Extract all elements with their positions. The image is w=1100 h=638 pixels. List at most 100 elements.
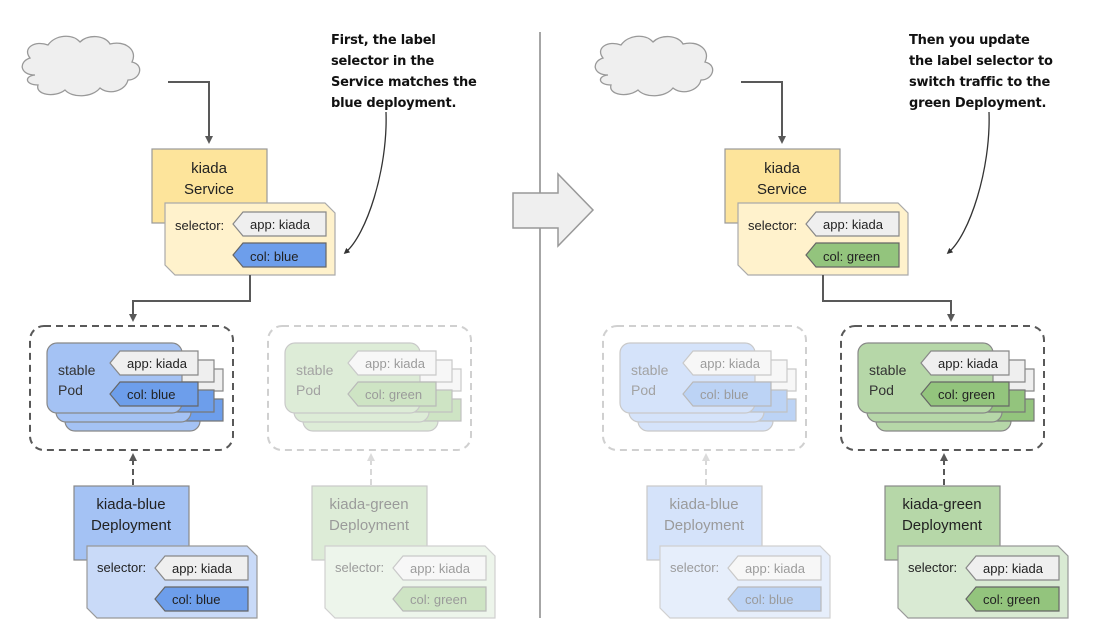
deployment-label-tag [154, 555, 249, 581]
transition-arrow-icon [512, 172, 595, 248]
deployment-kind: Deployment [329, 517, 410, 534]
pod-label-tag [682, 381, 772, 407]
service-label-tag [805, 242, 900, 268]
replica-set-boundary [602, 325, 807, 451]
pod-label-tag [920, 381, 1010, 407]
pod-label-tag-text: app: kiada [700, 356, 761, 371]
service-label-tag [232, 211, 327, 237]
pod-label-tag-text: col: blue [127, 387, 175, 402]
deployment-label-tag-text: col: blue [172, 592, 220, 607]
service-kind: Service [757, 181, 807, 198]
deployment-label-tag-text: app: kiada [410, 561, 471, 576]
deployment-label-tag-text: col: green [410, 592, 467, 607]
pod-label-tag [372, 398, 462, 422]
deployment-label-tag [727, 586, 822, 612]
pod-label-tag-text: app: kiada [127, 356, 188, 371]
callout-arrow [946, 111, 990, 254]
service-label-tag-text: col: green [823, 249, 880, 264]
pod-label-tag [347, 381, 437, 407]
deployment-selector-box [659, 545, 831, 619]
deployment-label-tag-text: app: kiada [983, 561, 1044, 576]
deployment-label-tag [392, 586, 487, 612]
deployment-kind: Deployment [664, 517, 745, 534]
deployment-kind: Deployment [902, 517, 983, 534]
pod-label-tag [698, 359, 788, 383]
deployment-label-tag [727, 555, 822, 581]
service-to-pods-arrow [129, 275, 251, 322]
left-callout-text: First, the label selector in the Service… [331, 33, 477, 111]
replica-set-boundary [29, 325, 234, 451]
pod-label-tag-text: col: green [365, 387, 422, 402]
service-label-tag-text: app: kiada [823, 217, 884, 232]
pod-label-tag-text: app: kiada [938, 356, 999, 371]
pod-name-line2: Pod [296, 382, 321, 398]
deployment-selector-box [324, 545, 496, 619]
pod-name-line1: stable [869, 362, 907, 378]
service-label-tag-text: col: blue [250, 249, 298, 264]
deployment-name: kiada-green [329, 496, 408, 513]
pod-label-tag [707, 398, 797, 422]
pod-card [302, 360, 439, 432]
deployment-name: kiada-blue [669, 496, 738, 513]
pod-name-line1: stable [58, 362, 96, 378]
deployment-box [311, 485, 428, 561]
traffic-arrow [168, 81, 213, 144]
deployment-label-tag-text: app: kiada [745, 561, 806, 576]
pod-label-tag [363, 389, 453, 413]
internet-cloud-icon [594, 35, 714, 97]
callout-arrow [343, 111, 387, 254]
traffic-arrow [741, 81, 786, 144]
pod-label-tag-text: col: blue [700, 387, 748, 402]
internet-cloud-icon [21, 35, 141, 97]
pod-card [619, 342, 756, 414]
deployment-label-tag [965, 586, 1060, 612]
service-label-tag [232, 242, 327, 268]
pod-label-tag [347, 350, 437, 376]
pod-label-tag [109, 350, 199, 376]
deployment-box [646, 485, 763, 561]
deployment-label-tag-text: col: green [983, 592, 1040, 607]
pod-label-tag [372, 368, 462, 392]
pod-label-tag [363, 359, 453, 383]
pod-card [628, 351, 765, 423]
deployment-selector-label: selector: [670, 560, 719, 575]
deployment-label-tag-text: app: kiada [172, 561, 233, 576]
pod-label-tag [707, 368, 797, 392]
replica-set-boundary [267, 325, 472, 451]
replica-set-boundary [840, 325, 1045, 451]
pod-label-tag-text: app: kiada [365, 356, 426, 371]
deployment-name: kiada-blue [96, 496, 165, 513]
right-callout-text: Then you update the label selector to sw… [909, 33, 1053, 111]
pod-label-tag [109, 381, 199, 407]
pod-card [293, 351, 430, 423]
pod-name-line2: Pod [869, 382, 894, 398]
service-label-tag [805, 211, 900, 237]
deployment-label-tag [154, 586, 249, 612]
pod-name-line1: stable [631, 362, 669, 378]
pod-label-tag [920, 350, 1010, 376]
deployment-name: kiada-green [902, 496, 981, 513]
pod-card [284, 342, 421, 414]
deployment-selector-label: selector: [97, 560, 146, 575]
pod-name-line1: stable [296, 362, 334, 378]
deployment-label-tag [965, 555, 1060, 581]
pod-name-line2: Pod [631, 382, 656, 398]
service-to-pods-arrow [822, 275, 955, 322]
deployment-label-tag-text: col: blue [745, 592, 793, 607]
pod-label-tag [698, 389, 788, 413]
deployment-selector-label: selector: [908, 560, 957, 575]
deployment-kind: Deployment [91, 517, 172, 534]
pod-label-tag-text: col: green [938, 387, 995, 402]
service-name: kiada [191, 160, 228, 177]
service-label-tag-text: app: kiada [250, 217, 311, 232]
